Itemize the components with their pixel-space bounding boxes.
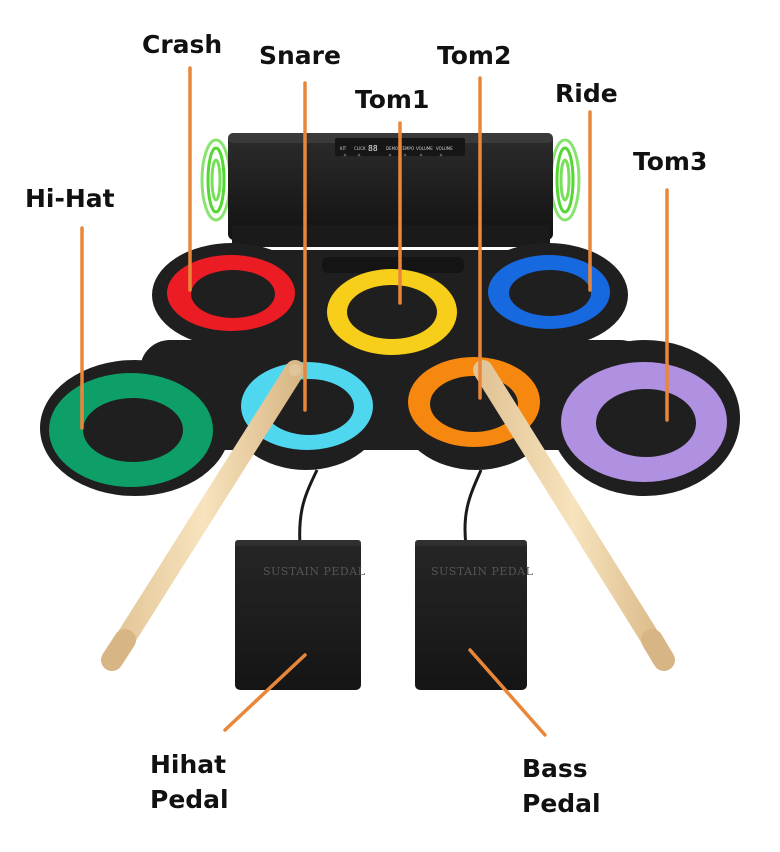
speaker-glow-right <box>549 138 581 222</box>
bass-pedal: SUSTAIN PEDAL <box>415 540 534 690</box>
control-label-tempo: TEMPO <box>399 146 414 151</box>
label-hihat: Hi-Hat <box>25 184 115 213</box>
tom3-pad <box>561 362 727 482</box>
control-label-volume-up: VOLUME <box>436 146 453 151</box>
speaker-glow-left <box>200 138 232 222</box>
speaker-control-box: KIT CLICK 88 DEMO TEMPO VOLUME VOLUME <box>228 133 553 247</box>
label-bass-pedal-line1: Bass <box>522 754 588 783</box>
pedal-cables <box>298 469 483 546</box>
label-tom1: Tom1 <box>355 85 430 114</box>
label-tom3: Tom3 <box>633 147 708 176</box>
leader-line-hihat-pedal <box>223 653 307 732</box>
pedal-brand-text: SUSTAIN PEDAL <box>431 565 534 578</box>
label-bass-pedal: Bass Pedal <box>522 752 601 821</box>
label-snare: Snare <box>259 41 341 70</box>
label-hihat-pedal: Hihat Pedal <box>150 748 229 817</box>
label-ride: Ride <box>555 79 618 108</box>
control-label-demo: DEMO <box>386 146 398 151</box>
label-crash: Crash <box>142 30 223 59</box>
hihat-pad <box>49 373 213 487</box>
label-bass-pedal-line2: Pedal <box>522 788 601 818</box>
drumstick-left <box>101 360 305 671</box>
hihat-pedal: SUSTAIN PEDAL <box>235 540 366 690</box>
label-tom2: Tom2 <box>437 41 512 70</box>
control-label-volume-down: VOLUME <box>416 146 433 151</box>
control-label-click: CLICK <box>354 146 366 151</box>
label-hihat-pedal-line2: Pedal <box>150 784 229 814</box>
label-hihat-pedal-line1: Hihat <box>150 750 227 779</box>
pedal-brand-text: SUSTAIN PEDAL <box>263 565 366 578</box>
led-display: 88 <box>368 144 378 153</box>
control-label-kit: KIT <box>340 146 347 151</box>
tom1-pad <box>327 269 457 355</box>
ride-pad <box>488 255 610 329</box>
leader-line-bass-pedal <box>468 648 547 737</box>
crash-pad <box>167 255 295 331</box>
